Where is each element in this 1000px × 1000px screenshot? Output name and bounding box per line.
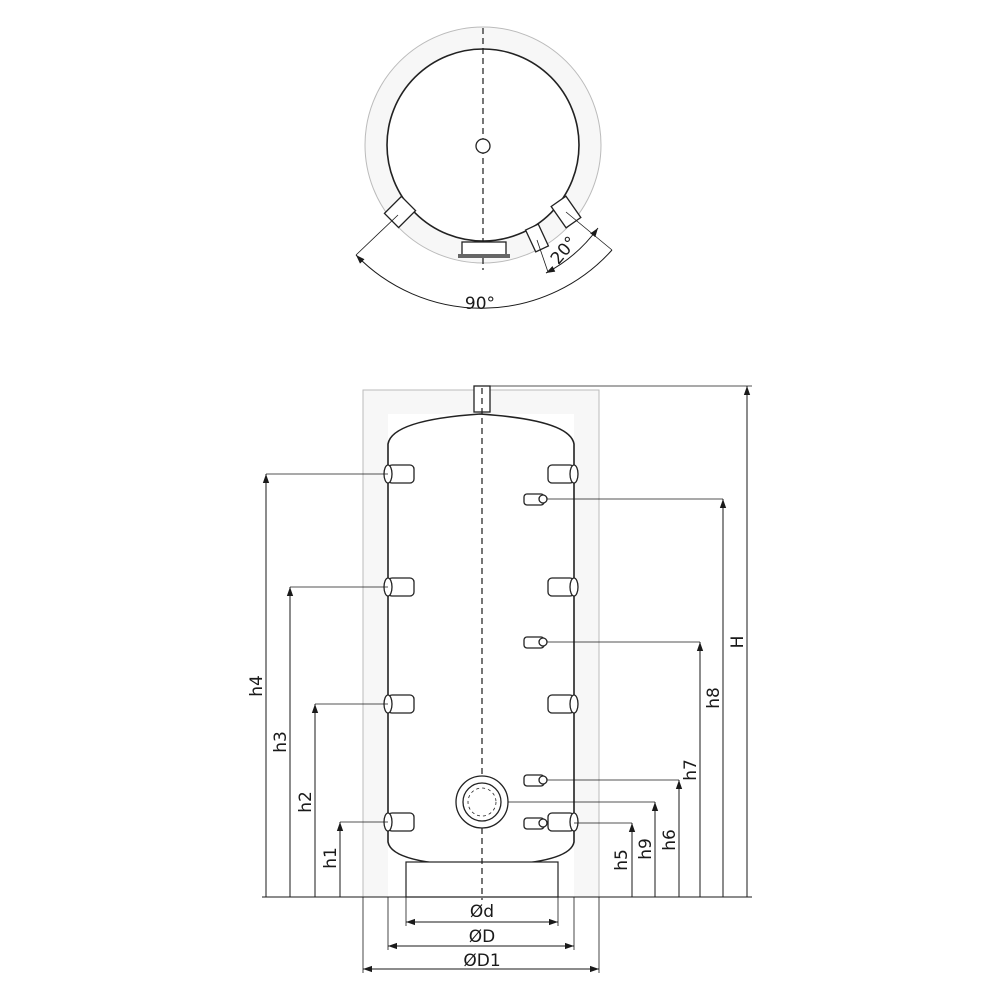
dim-h8: h8: [547, 498, 727, 897]
dim-H: H: [728, 386, 751, 897]
top-bottom-flange: [461, 241, 507, 257]
right-connection-1: [547, 464, 579, 484]
dim-h5: h5: [574, 822, 636, 897]
top-right-sensor-port: [524, 223, 550, 253]
svg-text:h2: h2: [296, 791, 316, 813]
svg-text:h7: h7: [681, 759, 701, 781]
sensor-sleeve-3: [523, 774, 548, 787]
dim-h6: h6: [547, 779, 683, 897]
svg-text:ØD1: ØD1: [463, 951, 500, 971]
svg-text:ØD: ØD: [469, 927, 495, 947]
top-bottom-flange-plate: [458, 254, 510, 258]
angle-extension-left: [355, 214, 399, 256]
top-view: 90° 20°: [355, 26, 613, 314]
left-connection-1: [383, 464, 415, 484]
svg-text:h1: h1: [321, 847, 341, 869]
svg-text:h8: h8: [704, 687, 724, 709]
svg-text:h6: h6: [660, 829, 680, 851]
right-connection-2: [547, 577, 579, 597]
sensor-sleeve-4: [523, 817, 548, 830]
angle-extension-small: [536, 239, 549, 273]
angle-arc-90: [355, 249, 613, 309]
top-left-port: [383, 195, 417, 229]
top-center-port: [475, 138, 491, 154]
dim-D: ØD: [387, 897, 575, 950]
sensor-sleeve-2: [523, 636, 548, 649]
svg-text:h3: h3: [271, 731, 291, 753]
side-view: h4 h3 h2 h1 h5 h9: [247, 385, 752, 973]
left-connection-3: [383, 694, 415, 714]
dim-h3: h3: [271, 586, 388, 897]
svg-text:h9: h9: [636, 838, 656, 860]
svg-text:Ød: Ød: [470, 902, 494, 922]
angle-arc-20: [545, 227, 599, 274]
dim-h9: h9: [508, 801, 659, 897]
dim-h2: h2: [296, 703, 388, 897]
left-connection-2: [383, 577, 415, 597]
angle-label-90: 90°: [465, 294, 495, 314]
dim-h1: h1: [321, 821, 388, 897]
right-connection-3: [547, 694, 579, 714]
dim-h7: h7: [547, 641, 704, 897]
right-connection-4: [547, 812, 579, 832]
svg-text:h4: h4: [247, 675, 267, 697]
dim-h4: h4: [247, 473, 388, 897]
dim-d: Ød: [405, 897, 559, 926]
svg-text:H: H: [728, 636, 748, 649]
dim-D1: ØD1: [362, 897, 600, 973]
left-connection-4: [383, 812, 415, 832]
sensor-sleeve-1: [523, 493, 548, 506]
svg-text:h5: h5: [612, 849, 632, 871]
bottom-flange: [455, 775, 509, 829]
